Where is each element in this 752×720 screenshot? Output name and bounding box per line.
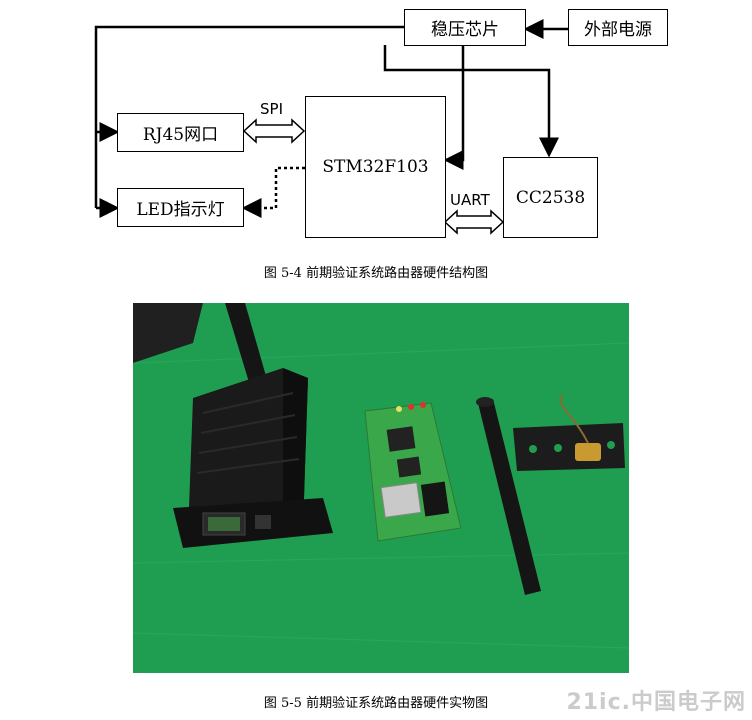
power-label: 外部电源 [584,20,652,40]
mcu-label: STM32F103 [322,157,429,177]
block-diagram [94,19,568,235]
uart-label: UART [450,191,490,209]
led-box: LED指示灯 [117,188,244,227]
power-box: 外部电源 [568,9,668,46]
spi-arrow [242,118,306,144]
pcb-board [364,402,462,542]
mcu-box: STM32F103 [305,96,446,238]
watermark-logo: 21ic.中国电子网 [566,690,746,715]
power-lines [94,19,568,218]
led-signal-line [241,166,305,218]
spi-label: SPI [260,100,283,118]
regulator-box: 稳压芯片 [404,9,526,46]
hardware-photo [133,303,629,673]
sma-bracket [513,394,625,471]
rj45-label: RJ45网口 [142,125,219,145]
figure-caption-5-5: 图 5-5 前期验证系统路由器硬件实物图 [263,696,489,711]
figure-caption-5-4: 图 5-4 前期验证系统路由器硬件结构图 [263,266,489,281]
led-label: LED指示灯 [136,200,225,220]
regulator-label: 稳压芯片 [431,20,499,40]
enclosure [173,368,333,548]
uart-arrow [443,209,505,235]
zigbee-label: CC2538 [515,187,586,208]
zigbee-box: CC2538 [503,157,598,238]
rj45-box: RJ45网口 [117,113,244,152]
antenna [478,399,541,595]
